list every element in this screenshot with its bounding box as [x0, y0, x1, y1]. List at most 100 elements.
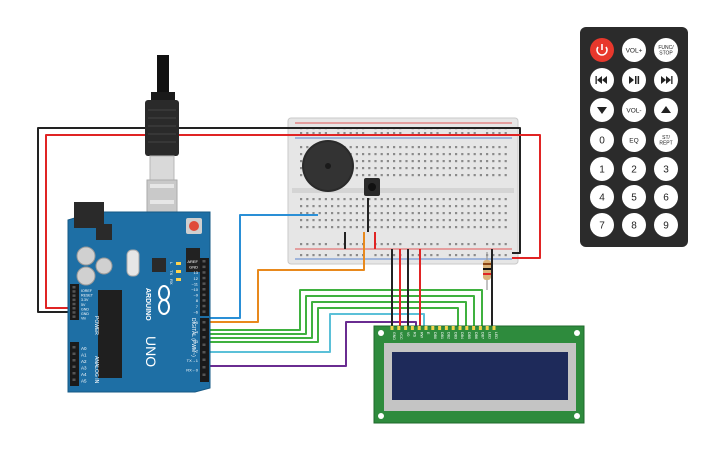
remote-button-5[interactable]: 5 [622, 185, 646, 209]
remote-button-st-rept[interactable]: ST/REPT [654, 128, 678, 152]
lcd-pin-label: DB0 [433, 332, 437, 339]
lcd-pin-label: DB4 [460, 332, 464, 339]
lcd-pin-label: DB1 [440, 332, 444, 339]
remote-button-func-stop[interactable]: FUNC/STOP [654, 38, 678, 62]
lcd-pin[interactable] [444, 326, 448, 330]
lcd-pin[interactable] [458, 326, 462, 330]
play-pause-icon [629, 76, 640, 84]
remote-button-vol-[interactable]: VOL+ [622, 38, 646, 62]
play-pause-button[interactable] [622, 68, 646, 92]
lcd-pin[interactable] [472, 326, 476, 330]
remote-button-label: FUNC/ [658, 45, 674, 51]
lcd-pin[interactable] [492, 326, 496, 330]
svg-text:L: L [169, 262, 174, 265]
wire-green-1 [205, 289, 483, 331]
wire-green-2 [205, 295, 475, 335]
remote-button-7[interactable]: 7 [590, 213, 614, 237]
rewind-button[interactable] [590, 68, 614, 92]
up-arrow-button[interactable] [654, 98, 678, 122]
wire-red-5v-loop [45, 134, 541, 309]
piezo-buzzer[interactable] [302, 140, 354, 192]
usb-cable [145, 55, 179, 215]
lcd-pin-label: DB5 [467, 332, 471, 339]
digital-pin-label: 12 [194, 276, 199, 281]
analog-pin-label: A1 [81, 353, 87, 358]
remote-button-3[interactable]: 3 [654, 157, 678, 181]
remote-button-9[interactable]: 9 [654, 213, 678, 237]
remote-button-eq[interactable]: EQ [622, 128, 646, 152]
power-pin-label: RESET [81, 294, 94, 298]
remote-button-2[interactable]: 2 [622, 157, 646, 181]
remote-button-label: ST/ [662, 135, 670, 141]
lcd-pin[interactable] [431, 326, 435, 330]
dc-jack [74, 202, 104, 228]
analog-header-title: ANALOG IN [93, 356, 99, 384]
resistor[interactable] [483, 252, 491, 290]
digital-header-lower [200, 318, 209, 382]
digital-pin-label: 13 [194, 270, 199, 275]
remote-button-label: VOL- [626, 107, 641, 114]
lcd-pin[interactable] [478, 326, 482, 330]
svg-text:RX: RX [169, 279, 174, 285]
lcd-pin[interactable] [410, 326, 414, 330]
lcd-pin[interactable] [390, 326, 394, 330]
lcd-pin-label: LED [487, 332, 491, 339]
remote-button-label: 5 [631, 193, 637, 204]
remote-button-4[interactable]: 4 [590, 185, 614, 209]
power-icon [596, 44, 608, 56]
lcd-pin-label: GND [392, 332, 396, 340]
remote-button-label: 6 [663, 193, 669, 204]
remote-button-1[interactable]: 1 [590, 157, 614, 181]
power-button[interactable] [590, 38, 614, 62]
wire-purple [205, 321, 417, 367]
arduino-model-text: UNO [143, 336, 159, 367]
lcd-pin[interactable] [397, 326, 401, 330]
digital-pin-label: 8 [196, 298, 199, 303]
crystal-oscillator [126, 249, 140, 277]
capacitor [76, 246, 96, 266]
svg-text:TX: TX [169, 270, 174, 275]
wire-green-3 [205, 301, 467, 339]
capacitor [76, 266, 96, 286]
wires [37, 127, 541, 367]
ir-receiver[interactable] [364, 178, 380, 196]
remote-button-vol-[interactable]: VOL- [622, 98, 646, 122]
arduino-uno[interactable]: ARDUINO UNO POWER ANALOG IN DIGITAL (PWM… [67, 202, 211, 393]
remote-button-8[interactable]: 8 [622, 213, 646, 237]
power-pin-label: GND [81, 307, 89, 311]
lcd-pin-label: VCC [399, 332, 403, 340]
lcd-pin[interactable] [451, 326, 455, 330]
lcd-pin-label: RS [413, 332, 417, 338]
capacitor [95, 257, 113, 275]
usb-chip [152, 258, 166, 272]
analog-pin-label: A2 [81, 359, 87, 364]
fast-forward-button[interactable] [654, 68, 678, 92]
digital-pin-label: 7 [196, 304, 199, 309]
power-header [70, 284, 79, 320]
lcd-pin-label: DB2 [447, 332, 451, 339]
lcd-pin[interactable] [485, 326, 489, 330]
digital-pin-label: RX←0 [186, 368, 199, 373]
lcd-pin-label: DB7 [481, 332, 485, 339]
digital-pin-label: 2 [196, 349, 199, 354]
remote-button-6[interactable]: 6 [654, 185, 678, 209]
down-arrow-button[interactable] [590, 98, 614, 122]
digital-pin-label: AREF [187, 259, 198, 264]
lcd-pin[interactable] [424, 326, 428, 330]
digital-pin-label: ~5 [193, 320, 198, 325]
wire-green-4 [205, 307, 459, 343]
lcd-pin[interactable] [417, 326, 421, 330]
lcd-pin[interactable] [465, 326, 469, 330]
atmega-chip [98, 290, 122, 378]
wire-black-gnd-loop [37, 127, 521, 313]
power-pin-label: 3.3V [81, 298, 89, 302]
lcd-pin[interactable] [404, 326, 408, 330]
digital-pin-label: 4 [196, 330, 199, 335]
lcd-pin-label: DB3 [453, 332, 457, 339]
remote-button-0[interactable]: 0 [590, 128, 614, 152]
lcd-pin[interactable] [438, 326, 442, 330]
